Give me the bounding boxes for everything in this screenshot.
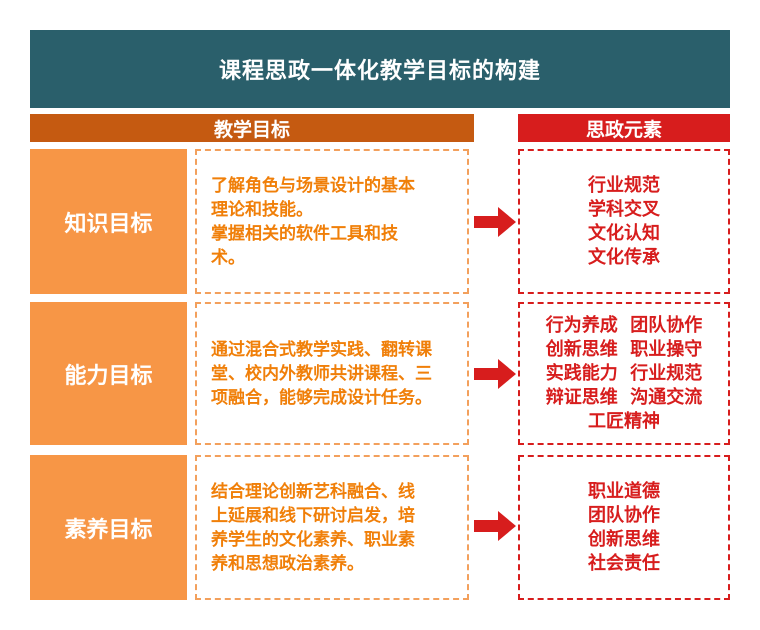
element-item: 工匠精神: [588, 410, 660, 432]
row-description-knowledge: 了解角色与场景设计的基本 理论和技能。 掌握相关的软件工具和技 术。: [195, 149, 469, 294]
arrow-right-icon: [474, 207, 516, 237]
elements-box-ability: 行为养成 团队协作 创新思维 职业操守 实践能力 行业规范 辩证思维 沟通交流 …: [518, 302, 730, 445]
diagram-title: 课程思政一体化教学目标的构建: [30, 30, 730, 108]
elements-box-knowledge: 行业规范 学科交叉 文化认知 文化传承: [518, 149, 730, 294]
description-text: 了解角色与场景设计的基本 理论和技能。 掌握相关的软件工具和技 术。: [211, 175, 415, 268]
elements-box-literacy: 职业道德 团队协作 创新思维 社会责任: [518, 455, 730, 600]
element-item: 文化传承: [588, 246, 660, 268]
elements-header: 思政元素: [518, 114, 730, 142]
element-item: 辩证思维 沟通交流: [545, 386, 703, 408]
element-item: 实践能力 行业规范: [545, 362, 703, 384]
element-item: 创新思维: [588, 528, 660, 550]
element-item: 文化认知: [588, 222, 660, 244]
arrow-right-icon: [474, 359, 516, 389]
element-item: 职业道德: [588, 480, 660, 502]
row-label-literacy: 素养目标: [30, 455, 187, 600]
row-label-ability: 能力目标: [30, 302, 187, 445]
element-item: 创新思维 职业操守: [545, 338, 703, 360]
description-text: 结合理论创新艺科融合、线 上延展和线下研讨启发，培 养学生的文化素养、职业素 养…: [211, 481, 415, 574]
element-item: 社会责任: [588, 552, 660, 574]
row-description-ability: 通过混合式教学实践、翻转课 堂、校内外教师共讲课程、三 项融合，能够完成设计任务…: [195, 302, 469, 445]
element-item: 学科交叉: [588, 198, 660, 220]
row-label-knowledge: 知识目标: [30, 149, 187, 294]
element-item: 团队协作: [588, 504, 660, 526]
arrow-right-icon: [474, 511, 516, 541]
description-text: 通过混合式教学实践、翻转课 堂、校内外教师共讲课程、三 项融合，能够完成设计任务…: [211, 339, 432, 408]
goals-header: 教学目标: [30, 114, 474, 142]
element-item: 行为养成 团队协作: [545, 314, 703, 336]
element-item: 行业规范: [588, 174, 660, 196]
row-description-literacy: 结合理论创新艺科融合、线 上延展和线下研讨启发，培 养学生的文化素养、职业素 养…: [195, 455, 469, 600]
